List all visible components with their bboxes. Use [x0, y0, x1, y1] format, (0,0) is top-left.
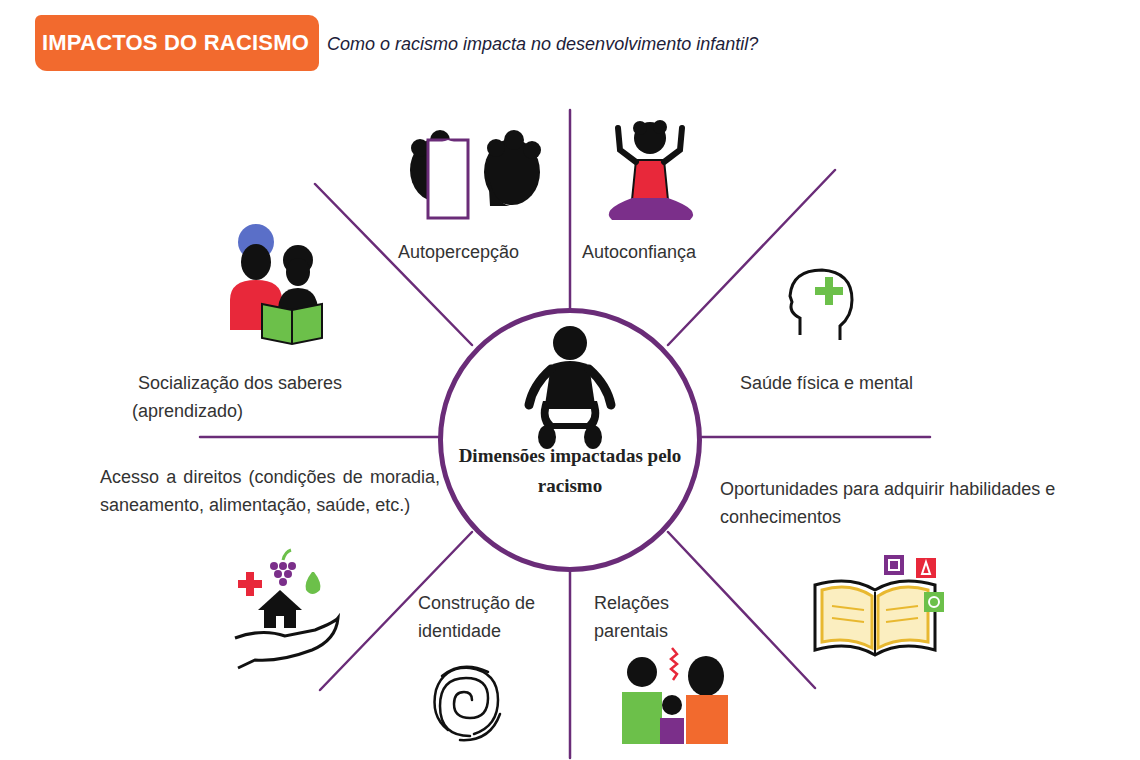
parents-child-icon [622, 648, 728, 744]
self-perception-icon [410, 130, 541, 218]
dimension-label: Autopercepção [398, 238, 548, 266]
dimension-label: Oportunidades para adquirir habilidades … [720, 475, 1090, 531]
dimension-label: Autoconfiança [582, 238, 742, 266]
circle-text: Dimensões impactadas pelo racismo [453, 441, 687, 501]
dimension-label: Socialização dos saberes (aprendizado) [132, 369, 382, 425]
dimension-label: Acesso a direitos (condições de moradia,… [100, 463, 440, 519]
title-text: IMPACTOS DO RACISMO [42, 26, 309, 60]
dimension-label: Construção de identidade [418, 589, 558, 645]
dimension-label: Relações parentais [594, 589, 704, 645]
subtitle: Como o racismo impacta no desenvolviment… [327, 30, 758, 58]
self-confidence-icon [609, 120, 693, 220]
fingerprint-icon [435, 667, 501, 740]
baby-icon [443, 313, 697, 567]
rights-hand-icon [235, 550, 338, 668]
dimension-label: Saúde física e mental [740, 369, 960, 397]
reading-people-icon [230, 224, 322, 344]
book-blocks-icon [815, 555, 944, 655]
spokes [200, 110, 930, 758]
health-head-icon [790, 270, 852, 340]
center-circle: Dimensões impactadas pelo racismo [438, 308, 702, 572]
